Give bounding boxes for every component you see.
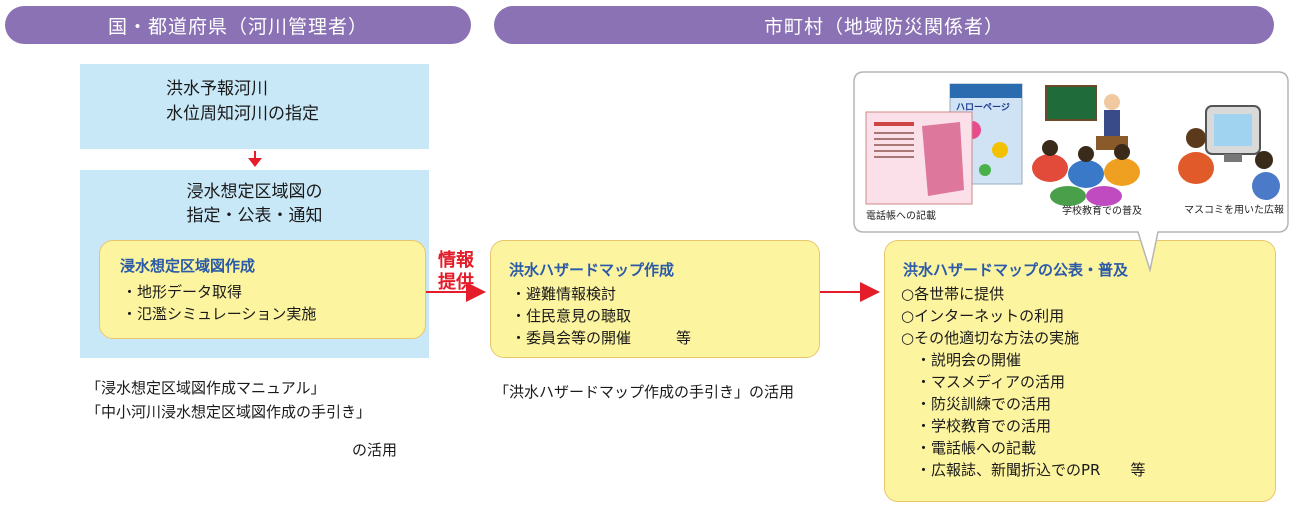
info-label-line2: 提供 bbox=[438, 272, 474, 293]
media-illustration bbox=[1178, 105, 1280, 200]
inundation-line2: 指定・公表・通知 bbox=[186, 206, 323, 226]
inundation-item: ・氾濫シミュレーション実施 bbox=[122, 305, 317, 323]
info-label-line1: 情報 bbox=[438, 250, 474, 271]
header-municipality: 市町村（地域防災関係者） bbox=[494, 6, 1274, 44]
river-designation-box: 洪水予報河川 水位周知河川の指定 bbox=[80, 64, 429, 149]
school-illustration bbox=[1032, 85, 1140, 206]
manual-note-line2: 「中小河川浸水想定区域図作成の手引き」 bbox=[86, 403, 372, 421]
manual-note-line1: 「浸水想定区域図作成マニュアル」 bbox=[86, 379, 326, 397]
hazard-map-publication-box: 洪水ハザードマップの公表・普及 ○各世帯に提供 ○インターネットの利用 ○その他… bbox=[884, 240, 1276, 502]
inundation-map-creation-box: 浸水想定区域図作成 ・地形データ取得 ・氾濫シミュレーション実施 bbox=[99, 240, 426, 339]
hazard-map-creation-box: 洪水ハザードマップ作成 ・避難情報検討 ・住民意見の聴取 ・委員会等の開催 等 bbox=[490, 240, 820, 358]
hazard-creation-item: ・避難情報検討 bbox=[511, 285, 617, 303]
booklet-cover-title: ハローページ bbox=[956, 103, 1010, 113]
caption-school: 学校教育での普及 bbox=[1062, 206, 1142, 217]
publish-item: ・マスメディアの活用 bbox=[901, 373, 1065, 391]
info-provision-arrow bbox=[426, 282, 486, 302]
down-arrow bbox=[248, 151, 262, 167]
designation-line1: 洪水予報河川 bbox=[166, 79, 268, 99]
hazard-creation-item: ・住民意見の聴取 bbox=[511, 307, 632, 325]
hazard-creation-title: 洪水ハザードマップ作成 bbox=[509, 261, 675, 279]
hazard-guide-note: 「洪水ハザードマップ作成の手引き」の活用 bbox=[494, 383, 795, 401]
manual-note-line3: の活用 bbox=[352, 441, 398, 459]
designation-line2: 水位周知河川の指定 bbox=[166, 104, 319, 124]
publish-item: ○インターネットの利用 bbox=[901, 307, 1065, 325]
publish-arrow bbox=[820, 282, 880, 302]
publish-item: ・電話帳への記載 bbox=[901, 439, 1037, 457]
publish-item: ・学校教育での活用 bbox=[901, 417, 1052, 435]
caption-phonebook: 電話帳への記載 bbox=[866, 211, 936, 222]
inundation-item: ・地形データ取得 bbox=[122, 283, 243, 301]
publish-item: ・広報誌、新聞折込でのPR 等 bbox=[901, 461, 1146, 479]
phonebook-illustration bbox=[865, 83, 1023, 205]
publish-item: ・防災訓練での活用 bbox=[901, 395, 1052, 413]
inundation-box-title: 浸水想定区域図作成 bbox=[120, 257, 256, 275]
caption-media: マスコミを用いた広報 bbox=[1184, 205, 1284, 216]
publish-item: ○その他適切な方法の実施 bbox=[901, 329, 1080, 347]
hazard-publish-title: 洪水ハザードマップの公表・普及 bbox=[903, 261, 1129, 279]
publish-item: ○各世帯に提供 bbox=[901, 285, 1005, 303]
hazard-creation-item: ・委員会等の開催 等 bbox=[511, 329, 692, 347]
header-national-prefecture: 国・都道府県（河川管理者） bbox=[5, 6, 471, 44]
publish-item: ・説明会の開催 bbox=[901, 351, 1022, 369]
inundation-line1: 浸水想定区域図の bbox=[186, 182, 323, 202]
